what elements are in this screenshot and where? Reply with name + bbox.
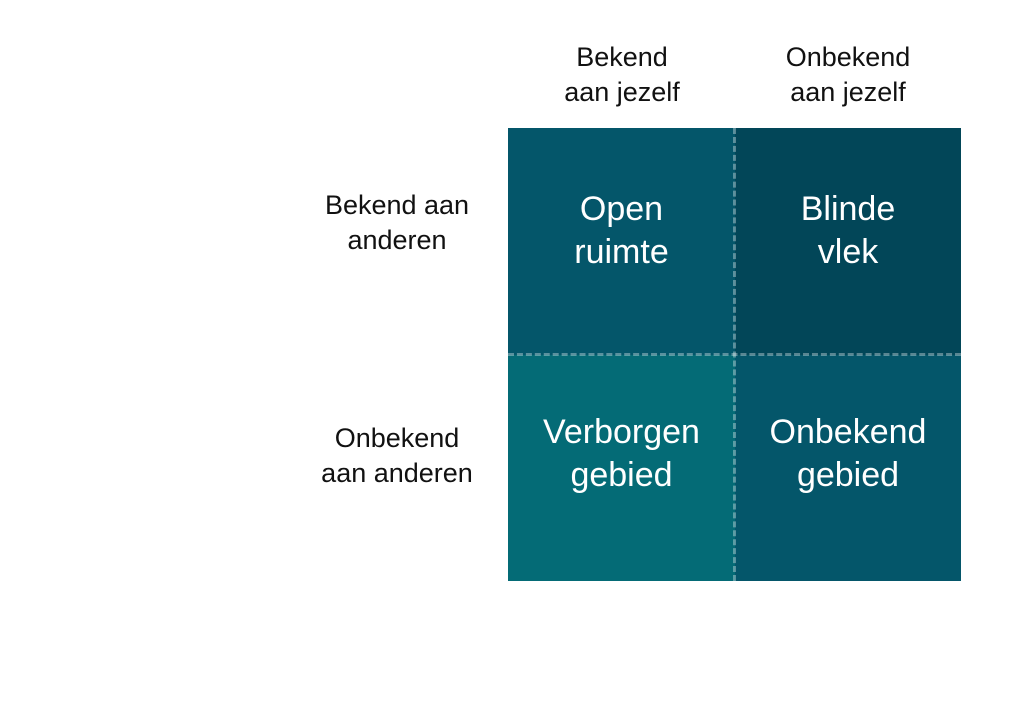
quadrant-label: Blinde vlek [800,190,896,271]
grid-divider-horizontal [508,353,961,356]
quadrant-blind-spot: Blinde vlek [735,128,961,355]
quadrant-hidden-area: Verborgen gebied [508,355,735,581]
row-header-known-to-others: Bekend aan anderen [324,190,470,255]
quadrant-open-area: Open ruimte [508,128,735,355]
quadrant-label: Open ruimte [574,190,669,271]
grid-divider-vertical [733,128,736,581]
column-header-unknown-to-self: Onbekend aan jezelf [785,42,911,107]
quadrant-label: Verborgen gebied [543,413,700,494]
quadrant-label: Onbekend gebied [769,413,927,494]
column-header-known-to-self: Bekend aan jezelf [564,42,680,107]
quadrant-unknown-area: Onbekend gebied [735,355,961,581]
row-header-unknown-to-others: Onbekend aan anderen [321,423,473,488]
johari-window-grid: Open ruimte Blinde vlek Verborgen gebied… [508,128,961,581]
